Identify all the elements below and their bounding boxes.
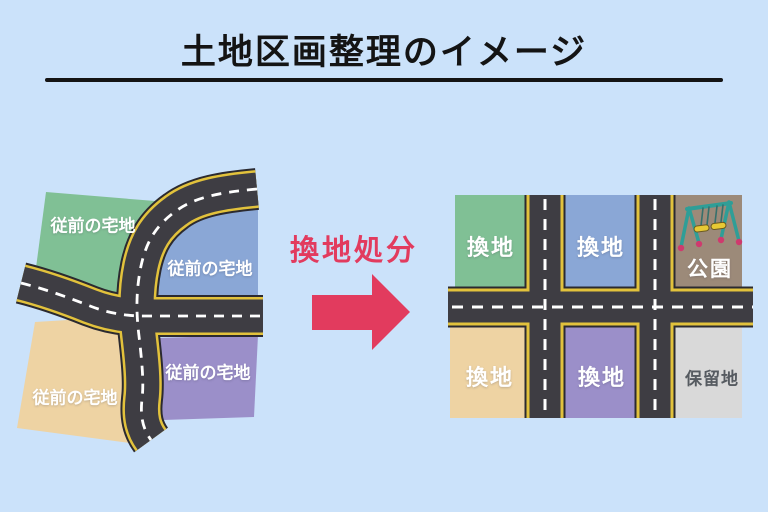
road-vertical-asphalt — [120, 172, 259, 450]
after-plot-label-reserved: 保留地 — [685, 369, 739, 390]
before-plot-label-blue: 従前の宅地 — [167, 259, 253, 280]
before-plot-label-tan: 従前の宅地 — [32, 388, 118, 409]
after-roads — [448, 195, 753, 418]
after-plot-reserved — [675, 327, 742, 418]
after-plot-label-blue: 換地 — [576, 236, 626, 261]
after-plot-label-park: 公園 — [687, 257, 733, 281]
after-diagram — [448, 195, 753, 418]
after-plot-purple — [565, 327, 635, 418]
before-roads — [15, 168, 263, 453]
before-diagram — [15, 168, 263, 453]
page-title: 土地区画整理のイメージ — [180, 33, 588, 73]
after-plot-tan — [450, 327, 525, 418]
after-plot-label-purple: 換地 — [577, 366, 627, 391]
swing-icon — [677, 200, 743, 252]
after-plot-label-tan: 換地 — [465, 366, 515, 391]
right-arrow-icon — [312, 295, 373, 330]
before-plot-label-green: 従前の宅地 — [50, 216, 136, 237]
before-plot-label-purple: 従前の宅地 — [165, 363, 251, 384]
right-arrow-head-icon — [372, 274, 410, 350]
after-plot-green — [455, 195, 525, 287]
after-plot-blue — [565, 195, 635, 287]
before-plot-purple — [157, 335, 258, 420]
road-horizontal-centerline — [20, 281, 263, 318]
before-plot-tan — [17, 317, 130, 443]
after-plot-label-green: 換地 — [466, 236, 516, 261]
transition-label: 換地処分 — [289, 233, 419, 267]
title-underline — [45, 78, 723, 82]
